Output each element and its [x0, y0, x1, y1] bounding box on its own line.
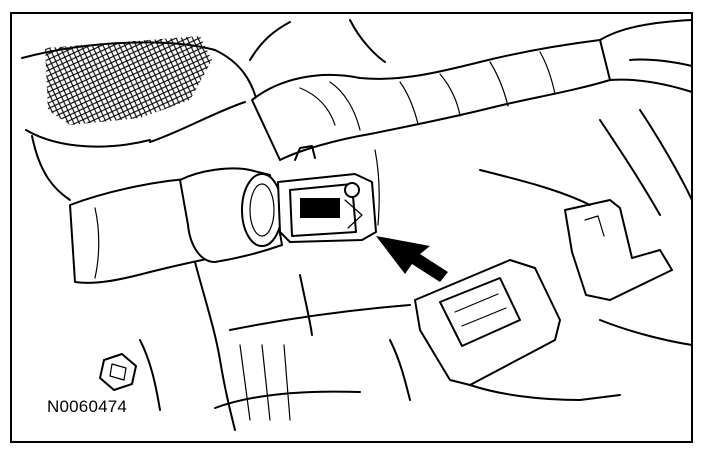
background-structure: [374, 109, 693, 346]
plug-block-upper: [564, 199, 673, 301]
plug-block-lower: [389, 259, 621, 401]
electrical-connector: [277, 145, 377, 243]
callout-arrow: [376, 236, 448, 282]
border-frame: [10, 12, 693, 443]
sensor-body: [179, 167, 283, 263]
mesh-shield: [45, 36, 212, 125]
wire-harness: [251, 19, 693, 161]
mounting-bracket: [194, 261, 411, 431]
hex-bolt: [99, 339, 161, 411]
figure-label: N0060474: [47, 397, 128, 416]
